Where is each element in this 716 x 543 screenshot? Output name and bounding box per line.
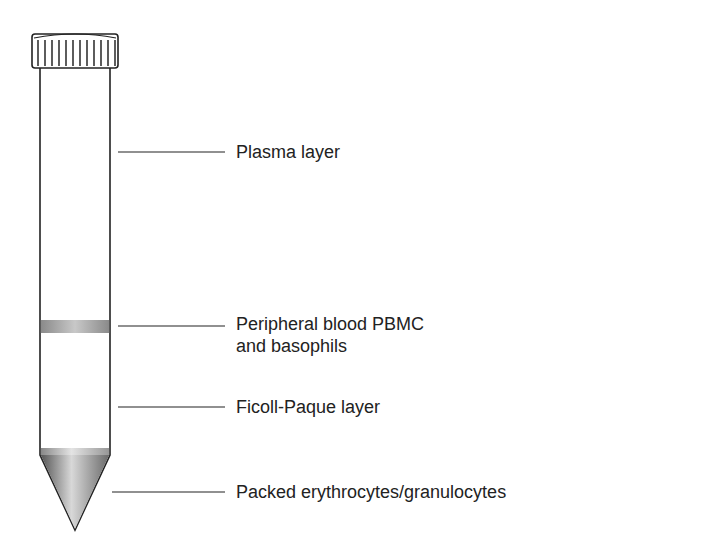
cap-ridges [34,40,116,66]
layer-label: Peripheral blood PBMC and basophils [236,313,451,358]
pbmc-band [41,320,109,333]
leader-line [118,325,225,326]
packed-cells [41,455,109,529]
leader-line [118,406,225,407]
cap-top [34,34,116,38]
layer-label: Plasma layer [236,141,340,164]
leader-line [118,151,225,152]
tube-cap [32,34,118,68]
packed-cells-top [41,448,109,456]
tube-body [40,68,110,530]
layer-label: Packed erythrocytes/granulocytes [236,481,506,504]
layer-label: Ficoll-Paque layer [236,396,380,419]
leader-line [112,491,225,492]
